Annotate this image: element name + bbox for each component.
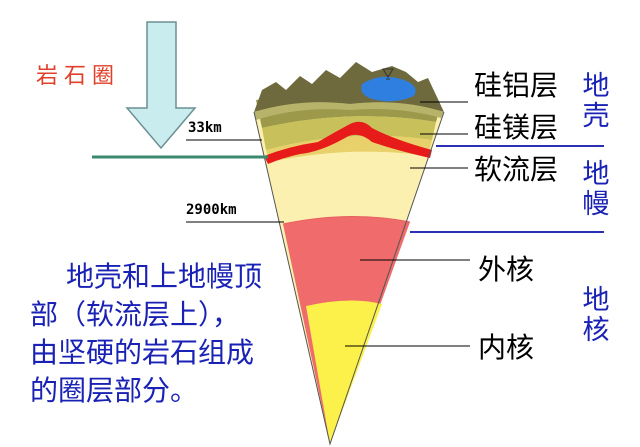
- lithosphere-arrow: [125, 21, 197, 150]
- mantle-sphere-label: 地幔: [582, 159, 610, 220]
- description-line: 地壳和上地幔顶: [66, 260, 263, 293]
- inner-core-region: [306, 300, 382, 444]
- description-line: 的圈层部分。: [30, 374, 199, 407]
- sima-layer-label: 硅镁层: [474, 111, 559, 144]
- description-line: 由坚硬的岩石组成: [30, 336, 255, 369]
- lake: [361, 76, 416, 102]
- asthenosphere-label: 软流层: [474, 153, 559, 186]
- magma-band: [264, 121, 432, 164]
- depth-2900km-label: 2900km: [186, 202, 237, 218]
- depth-33km-label: 33km: [188, 120, 222, 136]
- lithosphere-label: 岩石圈: [36, 64, 121, 89]
- sial-layer-label: 硅铝层: [474, 69, 559, 102]
- crust-sphere-label: 地壳: [582, 71, 610, 132]
- outer-core-boundary: [282, 216, 411, 225]
- crust-surface-band: [254, 102, 444, 120]
- core-sphere-label: 地核: [582, 285, 610, 346]
- wedge-outline: [253, 111, 445, 446]
- inner-core-label: 内核: [478, 331, 535, 364]
- outer-core-label: 外核: [478, 253, 535, 286]
- water-level-marker: [382, 68, 394, 78]
- lithosphere-description: 地壳和上地幔顶 部（软流层上）， 由坚硬的岩石组成 的圈层部分。: [30, 258, 310, 410]
- description-line: 部（软流层上），: [30, 298, 241, 331]
